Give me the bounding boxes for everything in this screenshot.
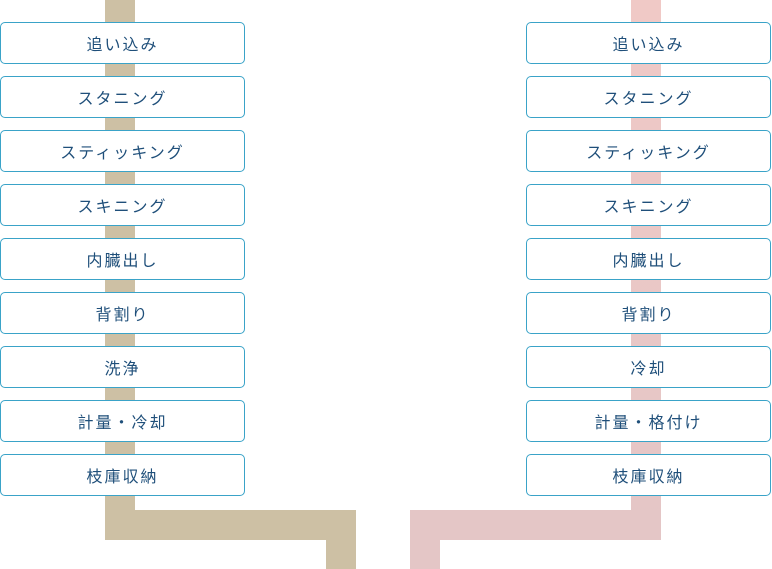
left-step-9: 枝庫収納: [0, 454, 245, 496]
step-label: 冷却: [630, 359, 667, 378]
step-label: 内臓出し: [86, 251, 159, 270]
right-process-column: 追い込み スタニング スティッキング スキニング 内臓出し 背割り 冷却 計量・…: [526, 22, 771, 508]
right-step-6: 背割り: [526, 292, 771, 334]
step-label: スキニング: [603, 197, 694, 216]
right-step-5: 内臓出し: [526, 238, 771, 280]
left-step-7: 洗浄: [0, 346, 245, 388]
step-label: 背割り: [95, 305, 150, 324]
right-step-2: スタニング: [526, 76, 771, 118]
step-label: スタニング: [603, 89, 694, 108]
right-flow-pipe-outlet: [410, 510, 440, 569]
step-label: スキニング: [77, 197, 168, 216]
left-flow-pipe-horizontal: [105, 510, 356, 540]
right-step-7: 冷却: [526, 346, 771, 388]
left-step-4: スキニング: [0, 184, 245, 226]
left-step-1: 追い込み: [0, 22, 245, 64]
right-step-9: 枝庫収納: [526, 454, 771, 496]
left-step-2: スタニング: [0, 76, 245, 118]
step-label: 追い込み: [86, 35, 159, 54]
right-step-4: スキニング: [526, 184, 771, 226]
right-flow-pipe-horizontal: [410, 510, 661, 540]
right-step-1: 追い込み: [526, 22, 771, 64]
step-label: 枝庫収納: [86, 467, 159, 486]
left-flow-pipe-outlet: [326, 510, 356, 569]
step-label: 内臓出し: [612, 251, 685, 270]
right-step-8: 計量・格付け: [526, 400, 771, 442]
step-label: 洗浄: [104, 359, 141, 378]
left-step-8: 計量・冷却: [0, 400, 245, 442]
left-step-6: 背割り: [0, 292, 245, 334]
step-label: 追い込み: [612, 35, 685, 54]
step-label: 背割り: [621, 305, 676, 324]
step-label: スティッキング: [60, 143, 185, 162]
right-step-3: スティッキング: [526, 130, 771, 172]
step-label: 枝庫収納: [612, 467, 685, 486]
left-step-3: スティッキング: [0, 130, 245, 172]
step-label: 計量・冷却: [77, 413, 168, 432]
left-step-5: 内臓出し: [0, 238, 245, 280]
left-process-column: 追い込み スタニング スティッキング スキニング 内臓出し 背割り 洗浄 計量・…: [0, 22, 245, 508]
step-label: スティッキング: [586, 143, 711, 162]
step-label: スタニング: [77, 89, 168, 108]
step-label: 計量・格付け: [594, 413, 703, 432]
